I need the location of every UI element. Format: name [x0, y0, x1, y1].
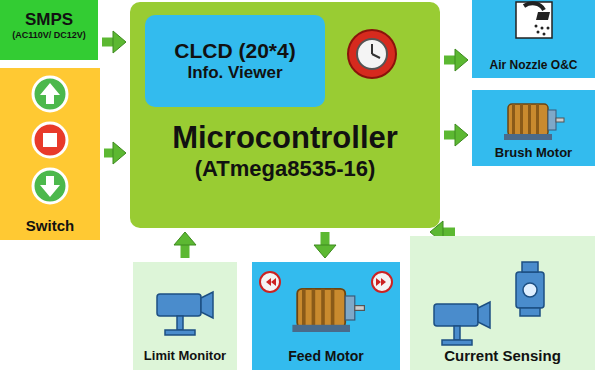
- arrow-shaft: [321, 232, 330, 246]
- arrow-head: [174, 232, 196, 245]
- node-title: Switch: [26, 217, 74, 234]
- node-subtitle: Info. Viewer: [187, 63, 282, 83]
- node-title: Current Sensing: [444, 347, 561, 364]
- node-box: Current Sensing: [410, 236, 595, 370]
- block-arrow: [444, 49, 468, 71]
- arrow-shaft: [181, 244, 190, 258]
- node-title: Brush Motor: [495, 146, 572, 161]
- arrow-shaft: [444, 56, 456, 65]
- node-box: Feed Motor: [252, 262, 400, 370]
- block-arrow: [174, 232, 196, 258]
- node-title: Air Nozzle O&C: [489, 59, 577, 73]
- arrow-head: [314, 245, 336, 258]
- arrow-head: [113, 31, 126, 53]
- node-box: SMPS(AC110V/ DC12V): [0, 0, 98, 60]
- node-illustration: [0, 68, 100, 240]
- arrow-head: [113, 142, 126, 164]
- node-box: Limit Monitor: [133, 262, 237, 370]
- node-box: Air Nozzle O&C: [472, 0, 595, 78]
- arrow-head: [455, 49, 468, 71]
- block-arrow: [444, 124, 468, 146]
- block-arrow: [104, 142, 126, 164]
- node-title: SMPS: [25, 10, 73, 30]
- node-title: Microcontroller: [172, 120, 398, 156]
- node-title: CLCD (20*4): [174, 39, 295, 63]
- node-title: Feed Motor: [288, 348, 363, 364]
- arrow-head: [455, 124, 468, 146]
- arrow-shaft: [444, 131, 456, 140]
- node-subtitle: (AC110V/ DC12V): [12, 30, 86, 40]
- node-box: CLCD (20*4)Info. Viewer: [145, 15, 325, 107]
- node-subtitle: (ATmega8535-16): [195, 156, 376, 181]
- block-arrow: [314, 232, 336, 258]
- arrow-shaft: [102, 38, 114, 47]
- node-box: Switch: [0, 68, 100, 240]
- node-box: Brush Motor: [472, 90, 595, 166]
- node-title: Limit Monitor: [144, 349, 226, 364]
- block-arrow: [102, 31, 126, 53]
- node-box: Microcontroller(ATmega8535-16) CLCD (20*4…: [130, 2, 440, 228]
